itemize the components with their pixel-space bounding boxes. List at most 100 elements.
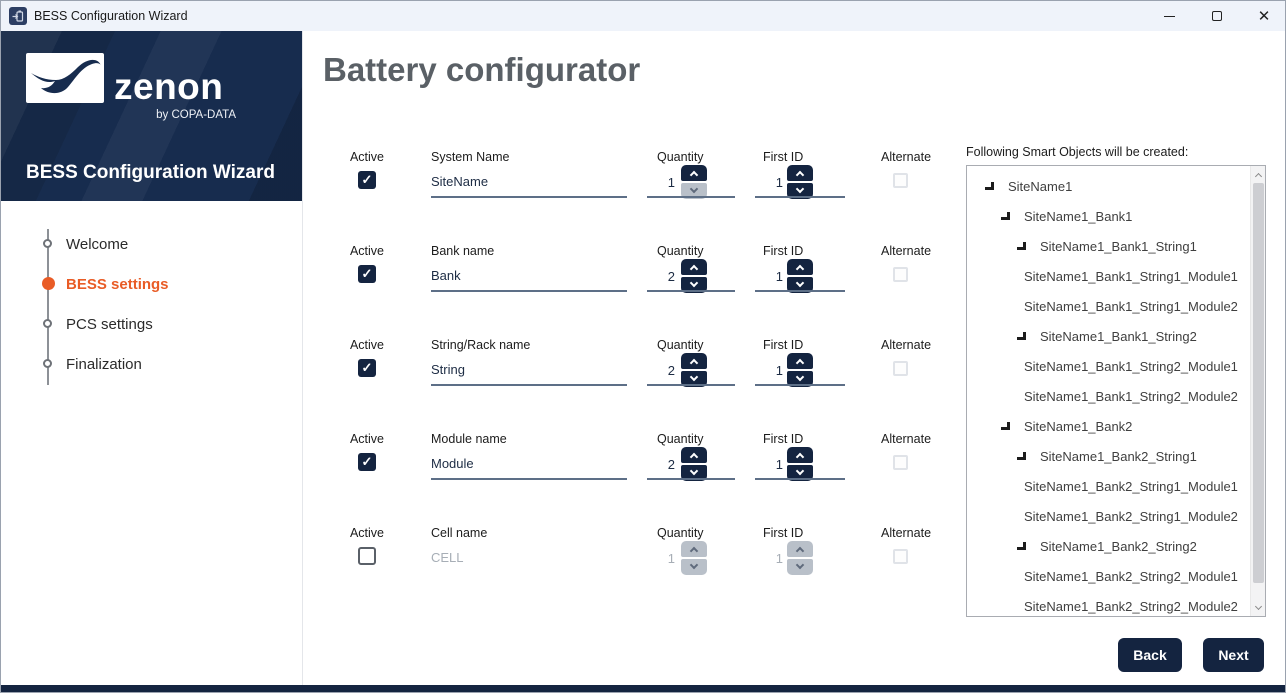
tree-item[interactable]: SiteName1_Bank2_String2_Module1 [967, 561, 1249, 591]
back-button[interactable]: Back [1118, 638, 1182, 672]
quantity-input[interactable]: 2 [667, 363, 675, 378]
tree-item[interactable]: SiteName1_Bank1_String1 [967, 231, 1249, 261]
active-checkbox[interactable]: ✓ [358, 265, 376, 283]
tree-item[interactable]: SiteName1_Bank1_String2_Module1 [967, 351, 1249, 381]
tree-item[interactable]: SiteName1_Bank1_String2 [967, 321, 1249, 351]
quantity-input[interactable]: 2 [667, 269, 675, 284]
name-input[interactable]: SiteName [431, 174, 489, 189]
tree-expander-icon[interactable] [1001, 422, 1010, 430]
name-input[interactable]: String [431, 362, 465, 377]
tree-expander-icon[interactable] [1017, 332, 1026, 340]
spin-down-button[interactable] [681, 277, 707, 293]
tree-expander-icon[interactable] [1017, 242, 1026, 250]
quantity-input[interactable]: 1 [667, 175, 675, 190]
scroll-down-icon[interactable] [1251, 600, 1265, 616]
spin-down-button[interactable] [681, 183, 707, 199]
sidebar-item-welcome[interactable]: Welcome [66, 236, 129, 253]
minimize-button[interactable] [1146, 1, 1192, 31]
window-title: BESS Configuration Wizard [34, 9, 188, 23]
alternate-checkbox[interactable] [893, 173, 908, 188]
spin-up-button[interactable] [787, 165, 813, 181]
chevron-up-icon [795, 452, 805, 462]
name-label: String/Rack name [431, 338, 531, 352]
active-checkbox[interactable] [358, 547, 376, 565]
quantity-stepper[interactable] [681, 353, 707, 387]
spin-down-button[interactable] [787, 183, 813, 199]
scrollbar-thumb[interactable] [1253, 183, 1264, 583]
quantity-stepper[interactable] [681, 447, 707, 481]
tree-item[interactable]: SiteName1_Bank2_String1_Module2 [967, 501, 1249, 531]
close-button[interactable]: ✕ [1257, 8, 1271, 25]
input-underline [647, 478, 735, 480]
quantity-stepper[interactable] [681, 165, 707, 199]
tree-item[interactable]: SiteName1_Bank1_String1_Module1 [967, 261, 1249, 291]
tree-expander-icon[interactable] [985, 182, 994, 190]
check-icon: ✓ [361, 454, 373, 469]
spin-up-button [681, 541, 707, 557]
spin-down-button[interactable] [787, 277, 813, 293]
alternate-checkbox[interactable] [893, 361, 908, 376]
input-underline [647, 196, 735, 198]
spin-up-button[interactable] [787, 259, 813, 275]
scroll-up-icon[interactable] [1251, 166, 1265, 182]
tree-expander-icon[interactable] [1001, 212, 1010, 220]
first-id-input[interactable]: 1 [775, 269, 783, 284]
input-underline [431, 290, 627, 292]
tree-item[interactable]: SiteName1_Bank2_String1 [967, 441, 1249, 471]
tree-expander-icon[interactable] [1017, 542, 1026, 550]
tree-expander-icon[interactable] [1017, 452, 1026, 460]
name-input[interactable]: Module [431, 456, 474, 471]
alternate-checkbox[interactable] [893, 455, 908, 470]
tree-item[interactable]: SiteName1_Bank2_String1_Module1 [967, 471, 1249, 501]
tree-item[interactable]: SiteName1_Bank1_String1_Module2 [967, 291, 1249, 321]
tree-item[interactable]: SiteName1_Bank1 [967, 201, 1249, 231]
sidebar-item-finalization[interactable]: Finalization [66, 356, 142, 373]
maximize-button[interactable] [1194, 1, 1240, 31]
first-id-stepper[interactable] [787, 259, 813, 293]
first-id-input[interactable]: 1 [775, 457, 783, 472]
first-id-input[interactable]: 1 [775, 363, 783, 378]
quantity-stepper[interactable] [681, 259, 707, 293]
quantity-input[interactable]: 2 [667, 457, 675, 472]
first-id-stepper[interactable] [787, 165, 813, 199]
tree-scrollbar[interactable] [1250, 166, 1265, 616]
spin-down-button [681, 559, 707, 575]
spin-up-button[interactable] [681, 353, 707, 369]
name-label: Module name [431, 432, 507, 446]
name-input[interactable]: CELL [431, 550, 464, 565]
spin-down-button[interactable] [681, 465, 707, 481]
spin-up-button[interactable] [681, 447, 707, 463]
active-checkbox[interactable]: ✓ [358, 453, 376, 471]
active-checkbox[interactable]: ✓ [358, 359, 376, 377]
next-button[interactable]: Next [1203, 638, 1264, 672]
spin-up-button[interactable] [681, 259, 707, 275]
tree-item-label: SiteName1 [1008, 178, 1073, 194]
first-id-input[interactable]: 1 [775, 175, 783, 190]
chevron-up-icon [689, 452, 699, 462]
spin-up-button[interactable] [787, 447, 813, 463]
active-checkbox[interactable]: ✓ [358, 171, 376, 189]
input-underline [431, 384, 627, 386]
tree-item[interactable]: SiteName1_Bank1_String2_Module2 [967, 381, 1249, 411]
first-id-stepper[interactable] [787, 447, 813, 481]
alternate-checkbox[interactable] [893, 267, 908, 282]
tree-item[interactable]: SiteName1_Bank2_String2 [967, 531, 1249, 561]
smart-objects-tree: SiteName1 SiteName1_Bank1 SiteName1_Bank… [966, 165, 1266, 617]
first-id-stepper[interactable] [787, 353, 813, 387]
tree-item-label: SiteName1_Bank2 [1024, 418, 1133, 434]
name-input[interactable]: Bank [431, 268, 461, 283]
tree-item[interactable]: SiteName1 [967, 171, 1249, 201]
spin-down-button[interactable] [787, 465, 813, 481]
tree-item[interactable]: SiteName1_Bank2 [967, 411, 1249, 441]
chevron-up-icon [795, 358, 805, 368]
spin-up-button[interactable] [681, 165, 707, 181]
spin-down-button [787, 559, 813, 575]
spin-down-button[interactable] [787, 371, 813, 387]
tree-item[interactable]: SiteName1_Bank2_String2_Module2 [967, 591, 1249, 616]
sidebar-item-pcs-settings[interactable]: PCS settings [66, 316, 153, 333]
spin-up-button[interactable] [787, 353, 813, 369]
spin-down-button[interactable] [681, 371, 707, 387]
sidebar-item-bess-settings[interactable]: BESS settings [66, 276, 169, 293]
alternate-label: Alternate [880, 150, 932, 164]
